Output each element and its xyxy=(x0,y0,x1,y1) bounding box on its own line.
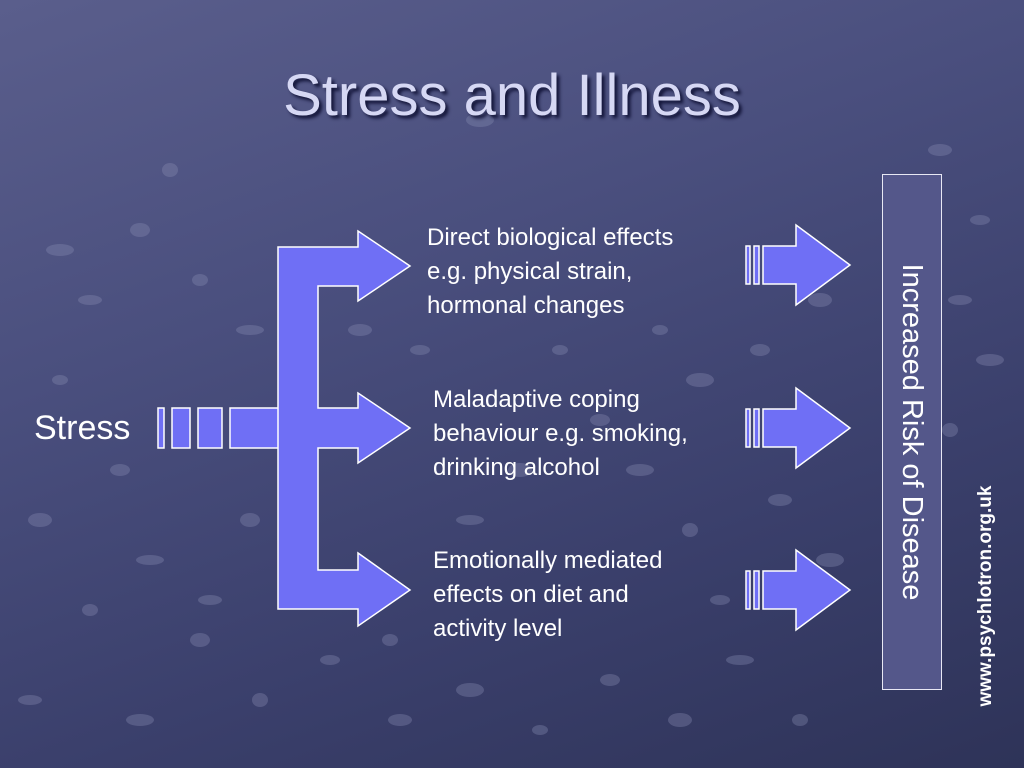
background-dot xyxy=(750,344,770,356)
background-dot xyxy=(970,215,990,225)
background-dot xyxy=(508,463,532,477)
background-dot xyxy=(198,595,222,605)
outcome-arrow-1 xyxy=(745,223,852,307)
pathway-line: behaviour e.g. smoking, xyxy=(433,420,688,447)
background-dot xyxy=(192,274,208,286)
background-dot xyxy=(590,414,610,426)
pathway-line: Emotionally mediated xyxy=(433,547,663,574)
background-dot xyxy=(686,373,714,387)
arrow-stripe xyxy=(745,245,751,285)
background-dot xyxy=(976,354,1004,366)
arrow-stripe xyxy=(745,570,751,610)
background-dot xyxy=(682,523,698,537)
stress-label: Stress xyxy=(34,409,131,447)
background-dot xyxy=(552,345,568,355)
arrow-stripe-2 xyxy=(171,407,191,449)
arrow-stripe xyxy=(753,245,760,285)
background-dot xyxy=(46,244,74,256)
arrow-stripe-1 xyxy=(157,407,165,449)
background-dot xyxy=(668,713,692,727)
background-dot xyxy=(130,223,150,237)
pathway-line: hormonal changes xyxy=(427,292,625,319)
background-dot xyxy=(348,324,372,336)
background-dot xyxy=(162,163,178,177)
background-dot xyxy=(710,595,730,605)
pathway-maladaptive-coping: Maladaptive coping behaviour e.g. smokin… xyxy=(433,383,688,485)
arrow-stripe xyxy=(745,408,751,448)
background-dot xyxy=(816,553,844,567)
background-dot xyxy=(126,714,154,726)
pathway-line: effects on diet and xyxy=(433,581,629,608)
background-dot xyxy=(726,655,754,665)
stress-connector-arrow xyxy=(157,407,281,449)
background-dot xyxy=(82,604,98,616)
branching-arrow xyxy=(277,229,412,628)
pathway-direct-biological: Direct biological effects e.g. physical … xyxy=(427,221,673,323)
background-dot xyxy=(600,674,620,686)
background-dot xyxy=(110,464,130,476)
background-dot xyxy=(652,325,668,335)
pathway-line: Maladaptive coping xyxy=(433,386,640,413)
outcome-box xyxy=(882,174,942,690)
outcome-arrow-2 xyxy=(745,386,852,470)
background-dot xyxy=(388,714,412,726)
slide-title: Stress and Illness xyxy=(283,63,741,128)
background-dot xyxy=(382,634,398,646)
background-dot xyxy=(466,113,494,127)
pathway-line: drinking alcohol xyxy=(433,454,600,481)
arrow-stem xyxy=(229,407,281,449)
background-dot xyxy=(136,555,164,565)
outcome-arrow-3 xyxy=(745,548,852,632)
background-dot xyxy=(240,513,260,527)
background-dot xyxy=(78,295,102,305)
background-dot xyxy=(252,693,268,707)
background-dot xyxy=(190,633,210,647)
arrow-stripe-3 xyxy=(197,407,223,449)
background-dot xyxy=(768,494,792,506)
background-dot xyxy=(626,464,654,476)
arrow-head xyxy=(762,386,852,470)
background-dot xyxy=(320,655,340,665)
background-dot xyxy=(18,695,42,705)
arrow-head xyxy=(762,548,852,632)
outcome-label: Increased Risk of Disease xyxy=(896,263,928,601)
arrow-stripe xyxy=(753,570,760,610)
background-dot xyxy=(948,295,972,305)
pathway-line: e.g. physical strain, xyxy=(427,258,633,285)
arrow-head xyxy=(762,223,852,307)
background-dot xyxy=(52,375,68,385)
background-dot xyxy=(808,293,832,307)
pathway-line: Direct biological effects xyxy=(427,224,674,251)
background-dot xyxy=(942,423,958,437)
pathway-line: activity level xyxy=(433,615,563,642)
source-watermark: www.psychlotron.org.uk xyxy=(975,485,996,707)
background-dot xyxy=(236,325,264,335)
background-dot xyxy=(28,513,52,527)
background-dot xyxy=(410,345,430,355)
background-dot xyxy=(928,144,952,156)
background-dot xyxy=(532,725,548,735)
arrow-stripe xyxy=(753,408,760,448)
pathway-emotionally-mediated: Emotionally mediated effects on diet and… xyxy=(433,544,662,646)
background-dot xyxy=(792,714,808,726)
background-dot xyxy=(456,683,484,697)
background-dot xyxy=(456,515,484,525)
